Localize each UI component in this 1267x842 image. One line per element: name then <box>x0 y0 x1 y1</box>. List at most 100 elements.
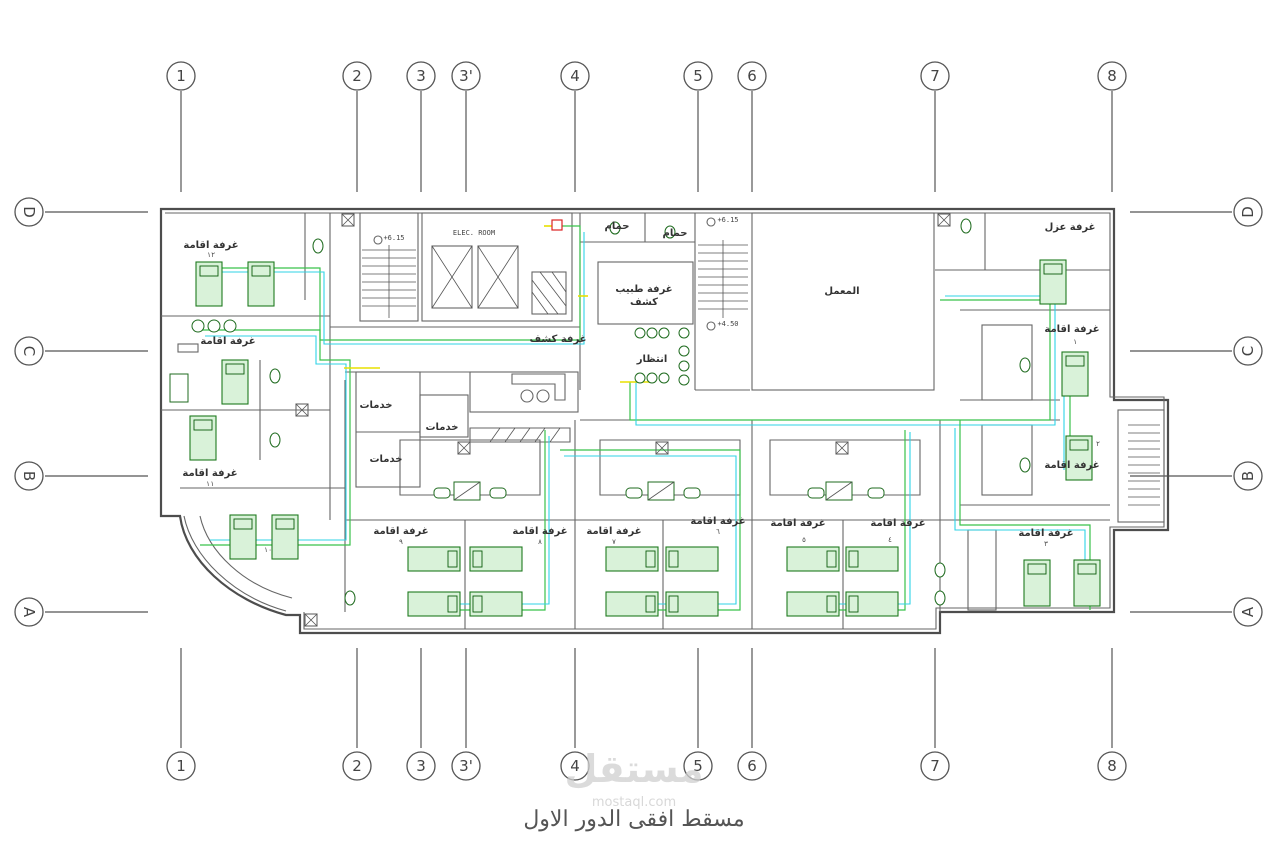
grid-bubble-bottom-3: 3 <box>406 751 436 781</box>
grid-bubble-right-a: A <box>1233 597 1263 627</box>
level-label: +6.15 <box>717 216 738 224</box>
grid-label: 3' <box>459 67 473 85</box>
room-labels: غرفة اقامة ١٢ غرفة اقامة غرفة اقامة ١١ ١… <box>182 216 1100 554</box>
chair-icon <box>678 345 690 386</box>
level-marker-icon <box>373 235 383 245</box>
toilet-icon <box>1019 357 1031 373</box>
grid-label: 8 <box>1107 67 1117 85</box>
bed <box>247 261 275 307</box>
sink-icon <box>867 487 885 499</box>
bed <box>189 415 217 461</box>
bed <box>1039 259 1067 305</box>
bed <box>845 546 899 572</box>
grid-bubble-bottom-3p: 3' <box>451 751 481 781</box>
room-label-doctor-sub: كشف <box>630 297 658 308</box>
bed <box>195 261 223 307</box>
room-number: ١٢ <box>207 251 215 259</box>
bed <box>786 546 840 572</box>
bed <box>1023 559 1051 607</box>
watermark-logo: مستقل <box>565 747 704 791</box>
shaft-icon <box>295 403 309 417</box>
elevator-1 <box>431 245 473 309</box>
grid-label: 1 <box>176 757 186 775</box>
grid-bubble-top-3: 3 <box>406 61 436 91</box>
grid-bubble-left-d: D <box>14 197 44 227</box>
ramp <box>469 427 571 443</box>
grid-bubble-bottom-4: 4 <box>560 751 590 781</box>
grid-label: D <box>20 206 38 218</box>
grid-label: 4 <box>570 757 580 775</box>
grid-bubble-top-4: 4 <box>560 61 590 91</box>
patient-beds <box>189 259 1101 617</box>
grid-label: B <box>20 471 38 481</box>
grid-bubble-top-6: 6 <box>737 61 767 91</box>
drawing-title: مسقط افقى الدور الاول <box>523 807 744 832</box>
grid-bubble-bottom-7: 7 <box>920 751 950 781</box>
toilet-icon <box>609 221 621 235</box>
shower-icon <box>825 481 853 501</box>
room-label-residence: غرفة اقامة <box>770 518 825 529</box>
room-label-elec: ELEC. ROOM <box>453 229 495 237</box>
grid-bubble-top-3p: 3' <box>451 61 481 91</box>
elevator-2 <box>477 245 519 309</box>
room-label-residence: غرفة اقامة <box>200 336 255 347</box>
room-label-services: خدمات <box>426 422 459 433</box>
room-label-residence: غرفة اقامة <box>373 526 428 537</box>
grid-bubble-top-7: 7 <box>920 61 950 91</box>
bed <box>469 591 523 617</box>
bed <box>221 359 249 405</box>
grid-bubble-right-c: C <box>1233 336 1263 366</box>
grid-bubble-bottom-1: 1 <box>166 751 196 781</box>
room-label-lab: المعمل <box>824 286 859 297</box>
bed <box>845 591 899 617</box>
room-label-doctor: غرفة طبيب <box>615 284 672 295</box>
grid-label: B <box>1239 471 1257 481</box>
grid-label: 4 <box>570 67 580 85</box>
watermark-url: mostaql.com <box>592 795 676 810</box>
bed <box>665 591 719 617</box>
shaft-icon <box>835 441 849 455</box>
toilet-icon <box>344 590 356 606</box>
grid-label: 6 <box>747 757 757 775</box>
shower-icon <box>453 481 481 501</box>
room-label-bathroom: حمام <box>663 228 688 239</box>
grid-bubble-bottom-6: 6 <box>737 751 767 781</box>
room-number: ٥ <box>802 536 806 544</box>
bed <box>1073 559 1101 607</box>
grid-label: 3 <box>416 67 426 85</box>
sofa-icon <box>169 373 189 403</box>
stair-right <box>1128 424 1160 506</box>
toilet-icon <box>960 218 972 234</box>
shaft-icon <box>304 613 318 627</box>
room-number: ٢ <box>1096 440 1100 448</box>
bed <box>407 591 461 617</box>
sink-icon <box>433 487 451 499</box>
room-number: ١٠ <box>264 546 272 554</box>
grid-label: A <box>1239 606 1257 617</box>
room-label-residence: غرفة اقامة <box>586 526 641 537</box>
toilet-icon <box>1019 457 1031 473</box>
toilet-icon <box>312 238 324 254</box>
grid-label: 2 <box>352 67 362 85</box>
bed <box>786 591 840 617</box>
grid-bubble-right-d: D <box>1233 197 1263 227</box>
grid-bubble-top-1: 1 <box>166 61 196 91</box>
bed <box>229 514 257 560</box>
room-label-residence: غرفة اقامة <box>182 468 237 479</box>
grid-label: C <box>20 346 38 356</box>
room-label-residence: غرفة اقامة <box>690 516 745 527</box>
room-label-waiting: انتظار <box>636 354 668 365</box>
grid-bubble-bottom-2: 2 <box>342 751 372 781</box>
chair-icon <box>634 372 670 384</box>
room-number: ٨ <box>538 538 542 546</box>
level-marker-icon <box>706 217 716 227</box>
toilet-icon <box>934 562 946 578</box>
room-number: ٧ <box>612 538 616 546</box>
room-label-bathroom: حمام <box>605 221 630 232</box>
level-label: +6.15 <box>383 234 404 242</box>
grid-label: 3 <box>416 757 426 775</box>
grid-bubble-top-2: 2 <box>342 61 372 91</box>
room-number: ٩ <box>399 538 403 546</box>
building-walls <box>159 207 1170 635</box>
